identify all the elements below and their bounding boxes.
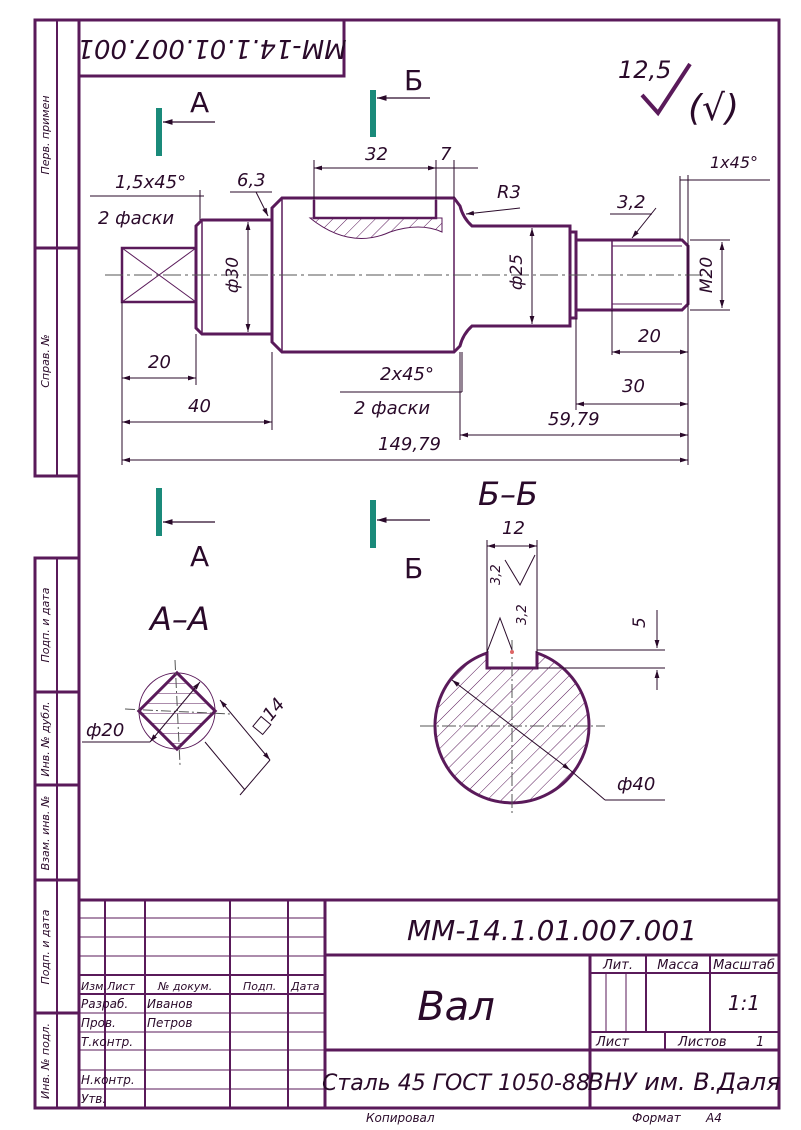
dim-key-depth: 5 <box>630 617 650 628</box>
tb-izm: Изм. <box>81 980 107 993</box>
dim-key-length: 32 <box>365 144 388 165</box>
side-label-perv-primen: Перв. примен <box>39 95 52 175</box>
dim-chamfer-bottom: 2x45° <box>380 364 434 385</box>
tb-list: Лист <box>106 980 135 993</box>
dim-dia40: ф40 <box>617 774 655 795</box>
side-label-podp-data-2: Подп. и дата <box>39 909 52 985</box>
title-block-grid <box>79 898 779 1108</box>
drawing-text: MM-14.1.01.007.001 12,5 (√) А Б А Б Б–Б … <box>77 33 780 1125</box>
dim-chamfer-right: 1x45° <box>710 153 758 172</box>
dim-20-left: 20 <box>148 352 171 373</box>
tb-sheets: Листов <box>677 1035 727 1050</box>
roughness-key-1: 3,2 <box>489 564 504 585</box>
tb-nkontr: Н.контр. <box>81 1073 135 1087</box>
dim-59-79: 59,79 <box>548 409 600 430</box>
roughness-63: 6,3 <box>237 170 266 191</box>
tb-razrab: Разраб. <box>81 997 128 1011</box>
tb-name: Вал <box>417 984 495 1030</box>
tb-doc-no: № докум. <box>157 980 212 993</box>
tb-format: Формат <box>632 1111 682 1125</box>
roughness-check-icon <box>640 62 692 117</box>
tb-prov-name: Петров <box>147 1016 192 1030</box>
tb-sign: Подп. <box>243 980 276 993</box>
dim-m20: M20 <box>697 257 717 293</box>
roughness-value: 12,5 <box>618 56 671 84</box>
dim-chamfer-bottom-note: 2 фаски <box>354 398 430 419</box>
dim-dia25: ф25 <box>507 254 527 290</box>
roughness-32: 3,2 <box>617 192 646 213</box>
tb-organization: ВНУ им. В.Даля <box>587 1068 780 1096</box>
top-stamp-box <box>77 18 346 78</box>
side-label-podp-data-1: Подп. и дата <box>39 587 52 663</box>
roughness-key-2: 3,2 <box>515 604 530 625</box>
section-label-a-bottom: А <box>190 540 209 573</box>
dim-key-width: 12 <box>502 518 525 539</box>
tb-date: Дата <box>290 980 320 993</box>
dim-square14: □14 <box>248 694 290 738</box>
section-label-a-top: А <box>190 86 209 119</box>
view-title-bb: Б–Б <box>478 475 538 513</box>
section-bb-view <box>420 540 665 815</box>
tb-sheet: Лист <box>595 1035 629 1050</box>
dim-149-79: 149,79 <box>378 434 441 455</box>
dim-dia20: ф20 <box>86 720 124 741</box>
tb-razrab-name: Иванов <box>147 997 193 1011</box>
tb-scale-value: 1:1 <box>728 991 760 1015</box>
roughness-rest: (√) <box>688 88 739 129</box>
side-label-sprav-no: Справ. № <box>39 334 52 388</box>
tb-sheets-value: 1 <box>756 1035 764 1050</box>
dim-chamfer-top: 1,5x45° <box>115 172 186 193</box>
tb-format-value: А4 <box>705 1111 722 1125</box>
view-title-aa: А–А <box>148 600 210 638</box>
section-markers <box>156 90 430 548</box>
tb-utv: Утв. <box>81 1092 106 1106</box>
section-label-b-bottom: Б <box>404 552 423 585</box>
sheet-frame <box>33 18 781 1110</box>
dim-30: 30 <box>622 376 645 397</box>
dim-radius: R3 <box>497 182 521 203</box>
side-label-inv-podl: Инв. № подл. <box>39 1023 52 1099</box>
tb-designation: MM-14.1.01.007.001 <box>407 914 697 947</box>
side-label-vzam-inv: Взам. инв. № <box>39 795 52 871</box>
top-stamp-text: MM-14.1.01.007.001 <box>77 33 346 63</box>
section-aa-view <box>82 659 271 796</box>
section-label-b-top: Б <box>404 64 423 97</box>
tb-material: Сталь 45 ГОСТ 1050-88 <box>322 1071 590 1096</box>
tb-col-scale: Масштаб <box>713 958 775 973</box>
tb-kopiroval: Копировал <box>366 1111 435 1125</box>
dim-40: 40 <box>188 396 211 417</box>
tb-col-mass: Масса <box>657 958 698 973</box>
main-view-dimensions <box>90 160 770 465</box>
shaft-main-view <box>105 196 710 354</box>
tb-col-lit: Лит. <box>602 958 633 973</box>
dim-chamfer-top-note: 2 фаски <box>98 208 174 229</box>
dim-20-right: 20 <box>638 326 661 347</box>
dim-dia30: ф30 <box>223 257 243 293</box>
tb-prov: Пров. <box>81 1016 116 1030</box>
dim-key-offset: 7 <box>440 144 452 165</box>
tb-tkontr: Т.контр. <box>81 1035 133 1049</box>
